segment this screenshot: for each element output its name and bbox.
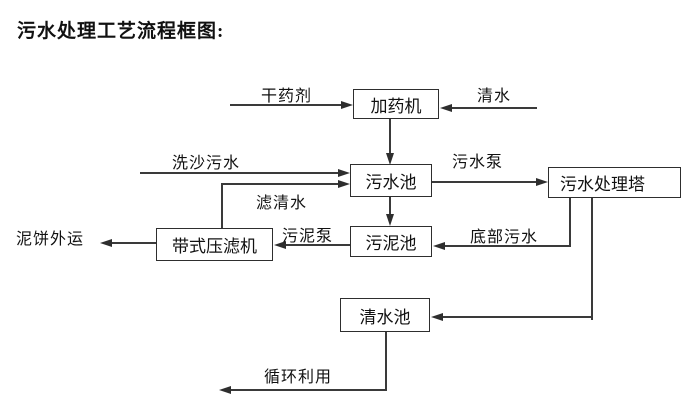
flow-label-bottom-sewage: 底部污水: [470, 229, 539, 246]
flow-line-mud-cake: [112, 242, 156, 244]
node-sewage-pool-label: 污水池: [365, 173, 417, 192]
arrow-left-recycle-icon: [219, 386, 231, 394]
flow-line-dosing-to-sewage: [389, 119, 391, 154]
node-treatment-tower: 污水处理塔: [548, 167, 681, 198]
node-dosing-machine: 加药机: [353, 89, 439, 119]
node-sludge-pool-label: 污泥池: [365, 234, 417, 253]
flow-line-bottom-sewage-horizontal: [445, 245, 571, 247]
arrow-left-clean-water-icon: [440, 104, 452, 112]
arrow-left-mud-cake-icon: [100, 239, 112, 247]
node-treatment-tower-label: 污水处理塔: [560, 175, 645, 194]
arrow-left-bottom-sewage-icon: [433, 242, 445, 250]
arrow-left-sludge-pump-icon: [274, 241, 286, 249]
flow-label-filtered-water: 滤清水: [256, 195, 308, 212]
arrow-right-sand-wash-icon: [338, 169, 350, 177]
node-belt-filter-press-label: 带式压滤机: [172, 237, 257, 256]
page-title: 污水处理工艺流程框图:: [17, 21, 225, 42]
flow-line-bottom-sewage-vertical: [569, 198, 571, 247]
flow-line-tower-to-clean-horizontal: [443, 316, 593, 318]
flow-label-clean-water-in: 清水: [477, 88, 512, 105]
node-sewage-pool: 污水池: [350, 164, 432, 197]
flow-line-recycle-horizontal: [231, 389, 387, 391]
flow-line-tower-to-clean-vertical: [591, 198, 593, 320]
flow-label-sewage-pump: 污水泵: [452, 154, 504, 171]
flow-line-dry-agent: [230, 104, 343, 106]
flow-label-dry-agent: 干药剂: [261, 88, 313, 105]
flow-line-sludge-pump: [286, 244, 350, 246]
flow-line-sand-wash: [140, 172, 338, 174]
arrow-down-sewage-to-sludge-icon: [386, 214, 394, 226]
flow-line-clean-water-in: [452, 107, 537, 109]
arrow-left-tower-to-clean-icon: [431, 313, 443, 321]
flow-line-recycle-vertical: [385, 332, 387, 391]
arrow-right-dry-agent-icon: [341, 101, 353, 109]
flow-line-sewage-to-sludge: [389, 197, 391, 214]
node-belt-filter-press: 带式压滤机: [156, 228, 273, 261]
flow-label-mud-cake: 泥饼外运: [16, 231, 85, 248]
arrow-right-filtered-water-icon: [338, 180, 350, 188]
node-sludge-pool: 污泥池: [350, 226, 432, 257]
node-dosing-machine-label: 加药机: [370, 96, 422, 116]
flow-label-recycle: 循环利用: [264, 369, 333, 386]
flow-line-filtered-water-vertical: [221, 184, 223, 228]
flow-label-sludge-pump: 污泥泵: [282, 228, 334, 245]
flow-line-filtered-water-horizontal: [221, 183, 338, 185]
arrow-down-dosing-to-sewage-icon: [386, 153, 394, 165]
flow-label-sand-wash: 洗沙污水: [172, 155, 241, 172]
flow-line-sewage-pump: [432, 181, 536, 183]
node-clean-water-pool: 清水池: [340, 298, 430, 332]
arrow-right-sewage-pump-icon: [536, 178, 548, 186]
node-clean-water-pool-label: 清水池: [359, 307, 411, 327]
